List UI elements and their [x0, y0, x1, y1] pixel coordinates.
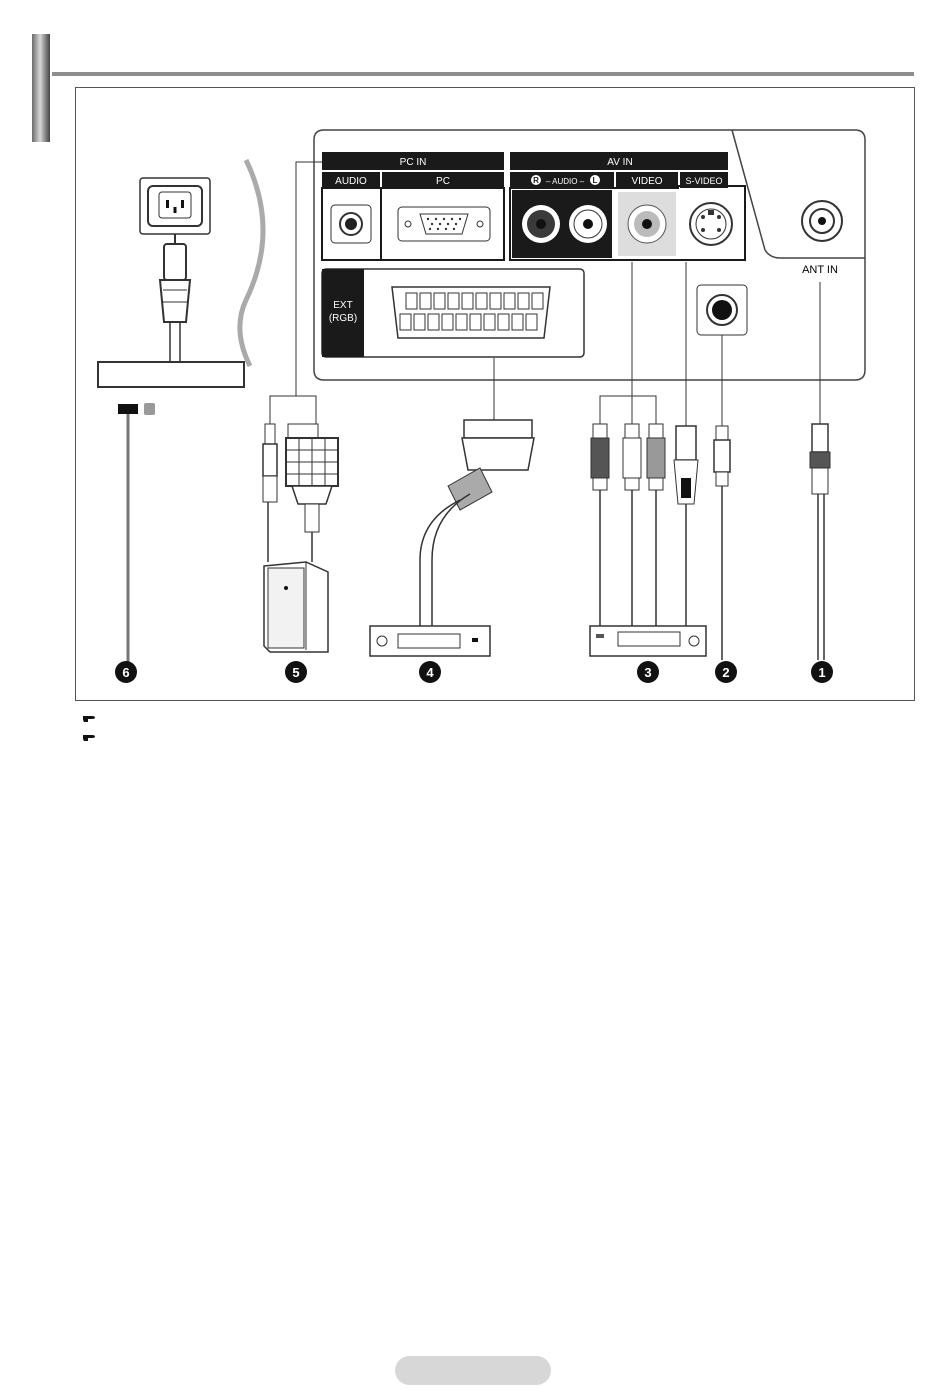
scart-pin: [400, 314, 411, 330]
scart-pin: [504, 293, 515, 309]
power-plug: [164, 244, 186, 280]
antenna-plug: [812, 424, 828, 452]
pc-in-label: PC IN: [400, 157, 427, 168]
ext-label-2: (RGB): [329, 313, 357, 324]
scart-pin: [414, 314, 425, 330]
scart-pin: [462, 293, 473, 309]
scart-plug: [462, 438, 534, 470]
audio-rl-label: – AUDIO –: [546, 177, 585, 186]
audio-l-label: L: [593, 176, 598, 185]
callout-number-3: 3: [644, 665, 651, 680]
av-in-label: AV IN: [607, 157, 632, 168]
audio-r-label: R: [533, 176, 539, 185]
kensington-lock-icon: [144, 403, 155, 415]
scart-pin: [532, 293, 543, 309]
scart-pin: [512, 314, 523, 330]
scart-pin: [526, 314, 537, 330]
callout-number-6: 6: [122, 665, 129, 680]
connection-diagram: PC IN AUDIO PC AV IN R – AUDIO – L VIDEO…: [0, 0, 950, 720]
pointing-hand-icon: [82, 730, 98, 742]
scart-pin: [434, 293, 445, 309]
pc-audio-plug: [263, 444, 277, 476]
callout-number-1: 1: [818, 665, 825, 680]
pc-label: PC: [436, 176, 450, 187]
audio-label: AUDIO: [335, 176, 367, 187]
scart-pin: [448, 293, 459, 309]
scart-pin: [498, 314, 509, 330]
scart-pin: [456, 314, 467, 330]
scart-pin: [490, 293, 501, 309]
scart-pin: [470, 314, 481, 330]
scart-pin: [420, 293, 431, 309]
pointing-hand-icon: [82, 711, 98, 723]
scart-pin: [428, 314, 439, 330]
break-line: [240, 160, 263, 366]
video-label: VIDEO: [631, 176, 662, 187]
callout-number-2: 2: [722, 665, 729, 680]
callout-number-4: 4: [426, 665, 434, 680]
scart-pin: [484, 314, 495, 330]
av-plugs: [591, 424, 698, 504]
panel-step: [732, 130, 865, 258]
scart-pin: [476, 293, 487, 309]
power-label-box: [98, 362, 244, 387]
s-video-label: S-VIDEO: [685, 176, 722, 186]
note-row-2: [82, 729, 106, 743]
callout-number-5: 5: [292, 665, 299, 680]
ant-in-label: ANT IN: [802, 264, 838, 276]
ext-label-1: EXT: [333, 300, 352, 311]
scart-pin: [406, 293, 417, 309]
scart-pin: [518, 293, 529, 309]
note-row-1: [82, 710, 106, 724]
kensington-slot: [118, 404, 138, 414]
page-number-pill: [395, 1356, 551, 1385]
scart-pin: [442, 314, 453, 330]
